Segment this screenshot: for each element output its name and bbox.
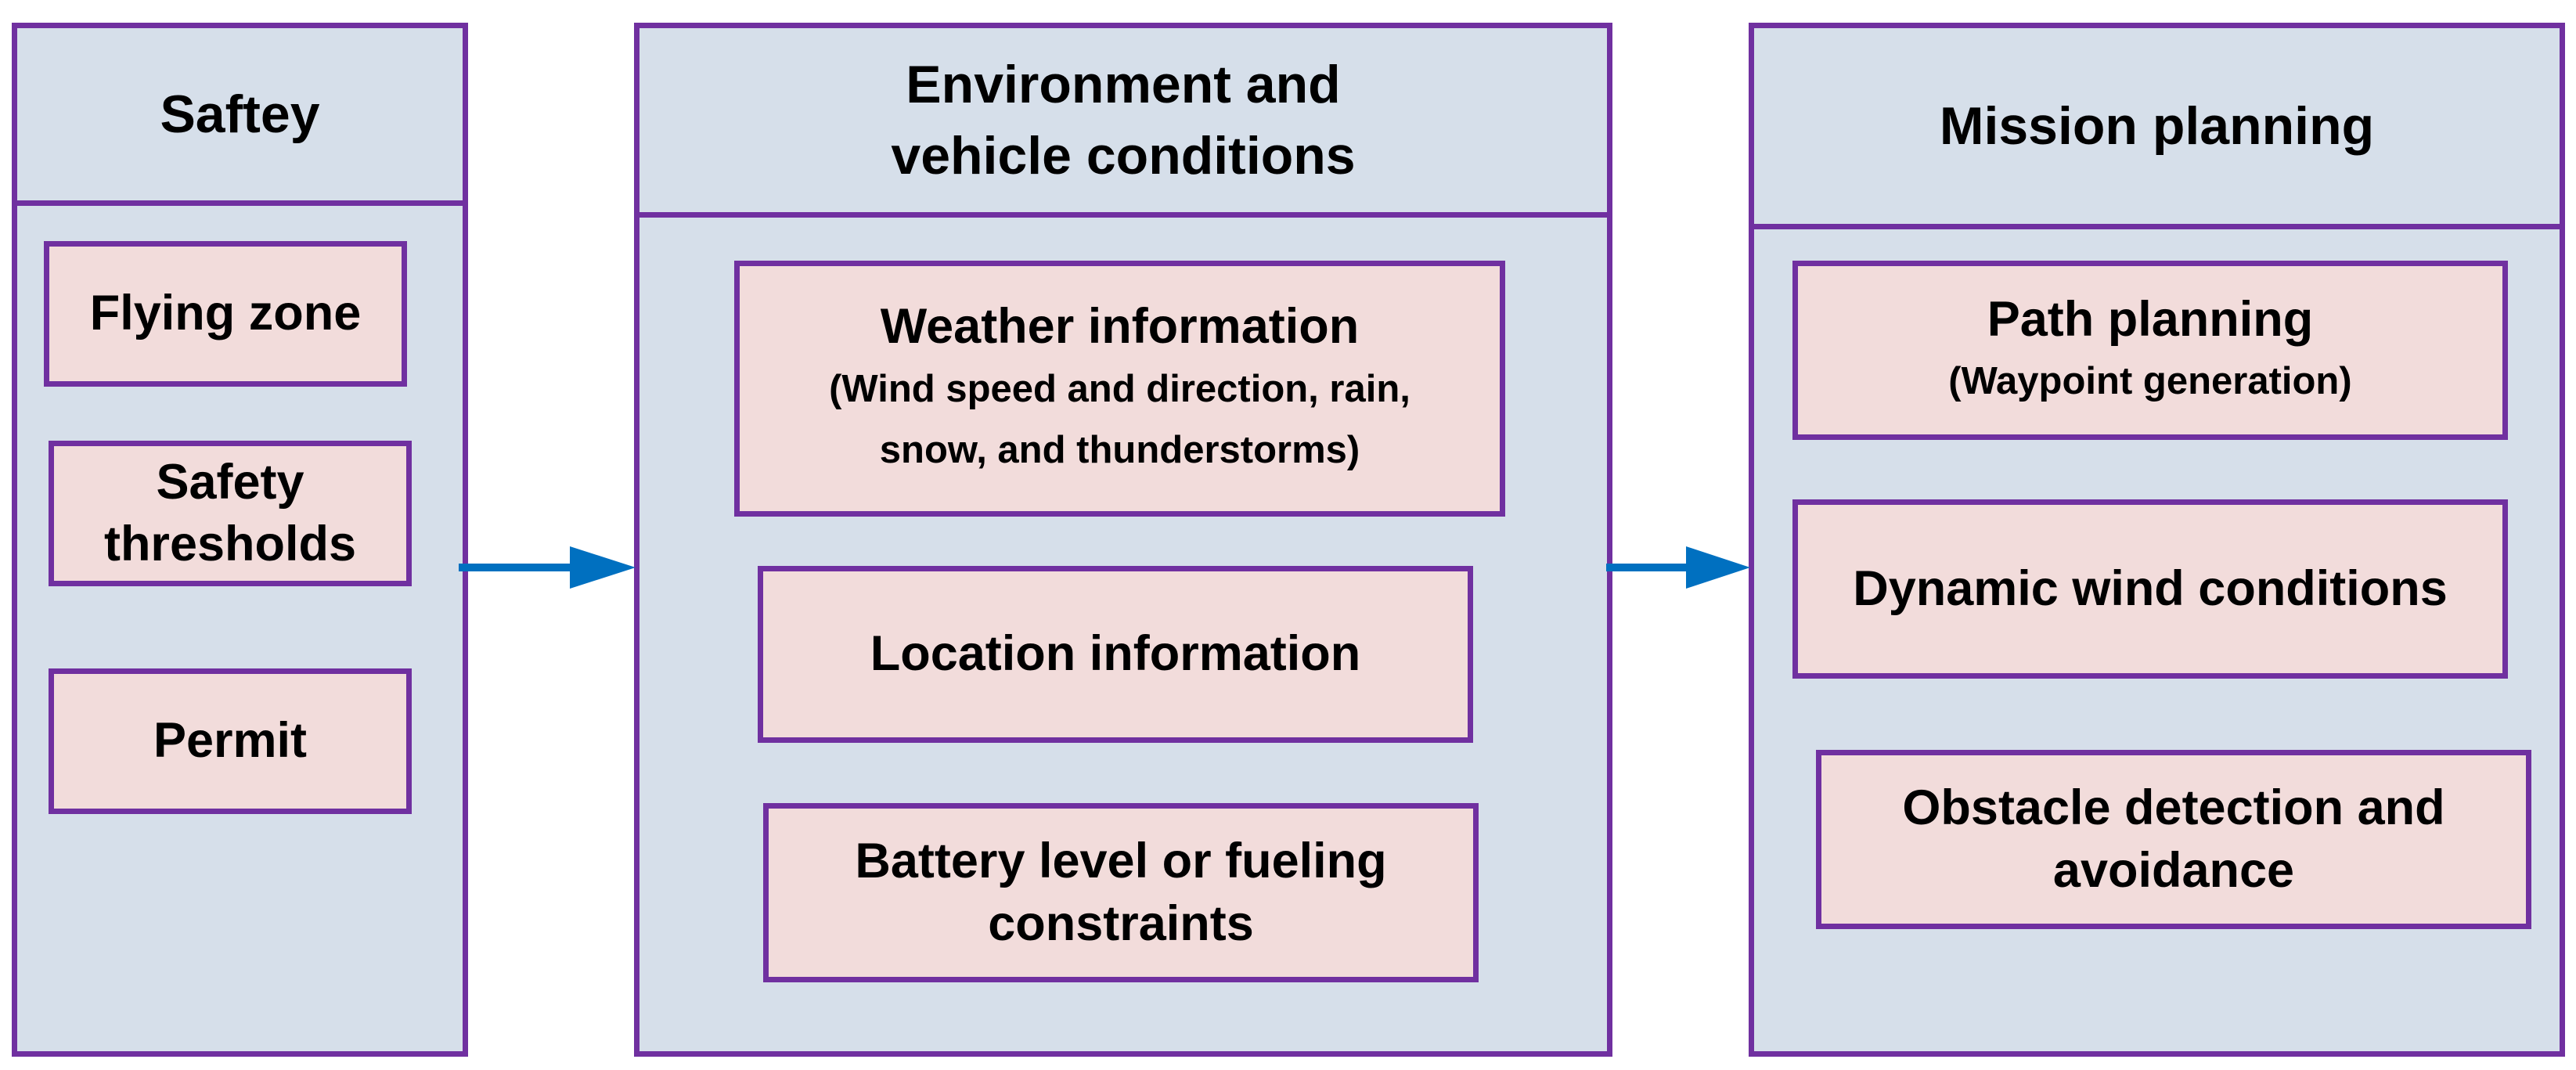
safety-thresholds-label: Safety thresholds	[103, 454, 357, 571]
environment-panel-title: Environment and vehicle conditions	[639, 28, 1607, 218]
environment-to-mission-arrow	[1606, 546, 1750, 589]
safety-to-environment-arrow	[459, 546, 636, 589]
safety-thresholds-box: Safety thresholds	[49, 441, 412, 586]
mission-panel-title: Mission planning	[1754, 28, 2560, 229]
path-planning-detail: (Waypoint generation)	[1948, 359, 2352, 402]
flying-zone-box: Flying zone	[44, 241, 407, 387]
location-information-box: Location information	[758, 566, 1473, 743]
path-planning-label: Path planning	[1987, 291, 2314, 347]
obstacle-detection-box: Obstacle detection and avoidance	[1816, 750, 2531, 929]
battery-level-label: Battery level or fueling constraints	[855, 834, 1387, 951]
weather-information-detail: (Wind speed and direction, rain, snow, a…	[829, 367, 1410, 472]
dynamic-wind-box: Dynamic wind conditions	[1792, 499, 2508, 679]
path-planning-box: Path planning (Waypoint generation)	[1792, 261, 2508, 440]
battery-level-box: Battery level or fueling constraints	[763, 803, 1479, 982]
dynamic-wind-label: Dynamic wind conditions	[1853, 560, 2448, 616]
permit-label: Permit	[153, 713, 308, 769]
safety-panel-title: Saftey	[17, 28, 463, 206]
weather-information-label: Weather information	[880, 299, 1360, 355]
obstacle-detection-label: Obstacle detection and avoidance	[1902, 780, 2445, 898]
permit-box: Permit	[49, 668, 412, 814]
weather-information-box: Weather information (Wind speed and dire…	[734, 261, 1505, 517]
location-information-label: Location information	[870, 626, 1361, 682]
flying-zone-label: Flying zone	[89, 286, 362, 341]
